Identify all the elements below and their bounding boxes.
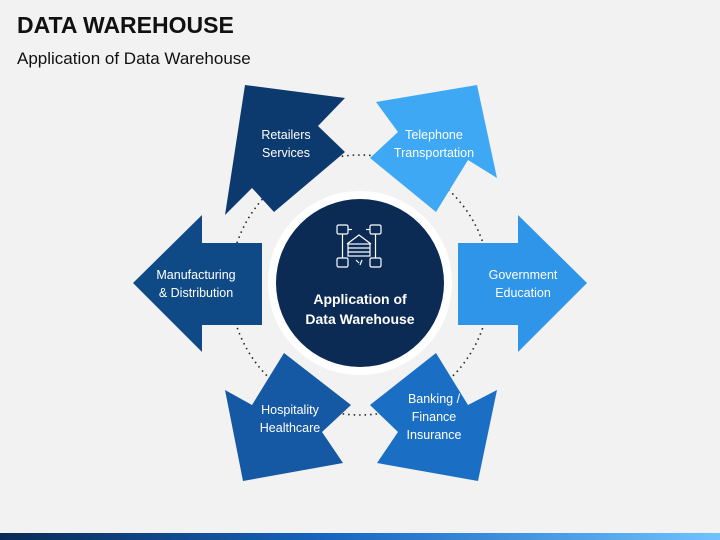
- arrow-shape-manufacturing: [133, 215, 262, 352]
- arrow-hospitality-healthcare: Hospitality Healthcare: [225, 353, 351, 481]
- label-hospitality: Hospitality: [261, 403, 319, 417]
- page-title: DATA WAREHOUSE: [17, 12, 234, 38]
- label-transportation: Transportation: [394, 146, 474, 160]
- label-insurance: Insurance: [407, 428, 462, 442]
- label-services: Services: [262, 146, 310, 160]
- label-distribution: & Distribution: [159, 286, 233, 300]
- arrow-shape-telephone: [370, 85, 497, 212]
- label-telephone: Telephone: [405, 128, 463, 142]
- arrow-retailers-services: Retailers Services: [225, 85, 345, 215]
- center-circle: [276, 199, 444, 367]
- label-manufacturing: Manufacturing: [156, 268, 235, 282]
- label-government: Government: [489, 268, 558, 282]
- label-education: Education: [495, 286, 551, 300]
- label-banking: Banking /: [408, 392, 461, 406]
- label-finance: Finance: [412, 410, 457, 424]
- arrow-banking-finance-insurance: Banking / Finance Insurance: [370, 353, 497, 481]
- label-retailers: Retailers: [261, 128, 310, 142]
- arrow-manufacturing-distribution: Manufacturing & Distribution: [133, 215, 262, 352]
- arrow-shape-banking: [370, 353, 497, 481]
- center-label-line2: Data Warehouse: [305, 311, 414, 327]
- arrow-telephone-transportation: Telephone Transportation: [370, 85, 497, 212]
- warehouse-network-icon: [336, 224, 382, 268]
- bottom-accent-bar: [0, 533, 720, 540]
- arrow-shape-hospitality: [225, 353, 351, 481]
- label-healthcare: Healthcare: [260, 421, 320, 435]
- arrow-government-education: Government Education: [458, 215, 587, 352]
- page-subtitle: Application of Data Warehouse: [17, 49, 251, 68]
- arrow-shape-government: [458, 215, 587, 352]
- center-label-line1: Application of: [313, 291, 407, 307]
- arrow-shape-retailers: [225, 85, 345, 215]
- center-hub: Application of Data Warehouse: [268, 191, 452, 375]
